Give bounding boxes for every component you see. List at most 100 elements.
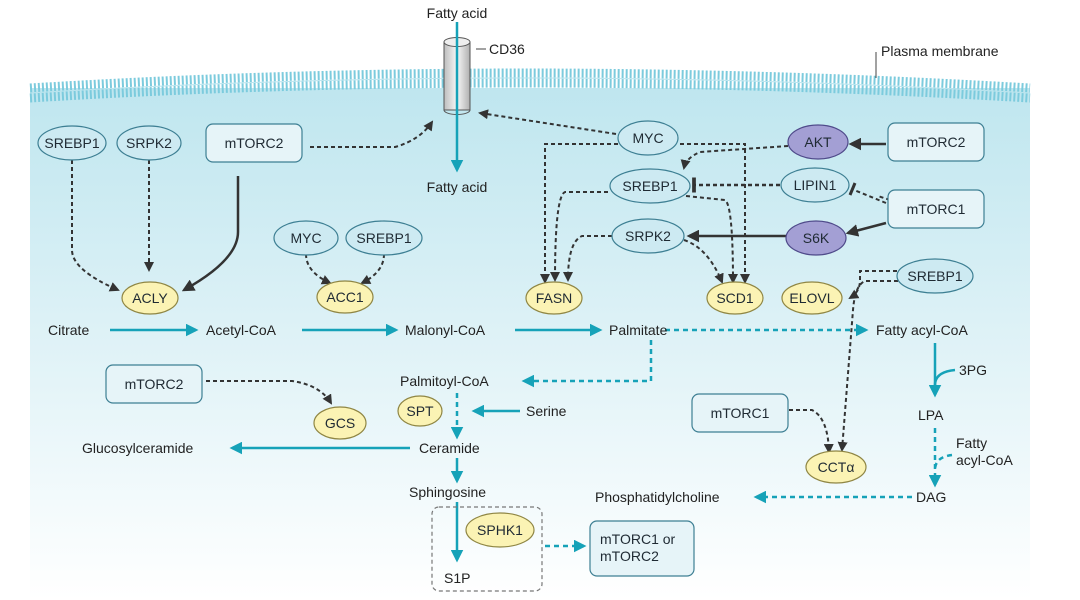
text-line: Fatty xyxy=(956,435,987,451)
myc-top-label: MYC xyxy=(632,130,663,146)
inhibit-mtorc1-lipin1-bar xyxy=(848,182,857,196)
palmitoyl-coa-label: Palmitoyl-CoA xyxy=(400,373,489,389)
node-acc1: ACC1 xyxy=(316,280,374,314)
dark-dashed-arrows xyxy=(71,109,905,454)
glucosylceramide-label: Glucosylceramide xyxy=(82,440,193,456)
dag-label: DAG xyxy=(916,489,946,505)
arrow-myc-acc1 xyxy=(305,253,332,285)
lipin1-label: LIPIN1 xyxy=(794,177,837,193)
node-gcs: GCS xyxy=(313,406,367,440)
node-mtorc1-right: mTORC1 xyxy=(887,189,985,229)
srebp1-elovl-label: SREBP1 xyxy=(907,268,962,284)
node-mtorc2-top: mTORC2 xyxy=(205,123,303,163)
node-elovl: ELOVL xyxy=(781,281,843,315)
node-mtorc1-ccta: mTORC1 xyxy=(691,393,789,433)
arrow-mtorc1-s6k xyxy=(845,221,887,237)
arrow-srebp1-fasn xyxy=(550,191,608,282)
acc1-label: ACC1 xyxy=(326,289,364,305)
arrow-srebp1-ccta xyxy=(837,280,905,452)
node-scd1: SCD1 xyxy=(706,281,764,315)
arrow-mtorc2-gcs xyxy=(206,380,333,405)
s6k-label: S6K xyxy=(803,230,830,246)
cytoplasm-region xyxy=(30,88,1030,600)
arrow-myc-cd36 xyxy=(478,109,617,135)
arrow-myc-fasn xyxy=(540,143,618,284)
mtorc1-right-label: mTORC1 xyxy=(907,201,966,217)
node-spt: SPT xyxy=(397,395,443,427)
myc-acc-label: MYC xyxy=(290,230,321,246)
text-line: mTORC1 or xyxy=(600,531,676,547)
cd36-label: CD36 xyxy=(489,41,525,57)
node-fasn: FASN xyxy=(525,281,583,315)
node-srebp1-top: SREBP1 xyxy=(37,125,107,161)
text-line: acyl-CoA xyxy=(956,452,1013,468)
sphingosine-label: Sphingosine xyxy=(409,484,486,500)
mtorc2-gcs-label: mTORC2 xyxy=(125,376,184,392)
node-lipin1: LIPIN1 xyxy=(780,167,850,203)
ccta-label: CCTα xyxy=(818,459,855,475)
node-srebp1-mid: SREBP1 xyxy=(609,168,691,204)
gcs-label: GCS xyxy=(325,415,355,431)
arrow-srebp1-elovl xyxy=(848,270,897,300)
inhibit-mtorc1-lipin1 xyxy=(853,189,887,204)
sphk1-dashed-box xyxy=(431,506,543,592)
node-mtorc2-right: mTORC2 xyxy=(887,122,985,162)
node-myc-top: MYC xyxy=(617,120,679,156)
malonyl-coa-label: Malonyl-CoA xyxy=(405,322,486,338)
node-srpk2-mid: SRPK2 xyxy=(611,218,685,254)
scd1-label: SCD1 xyxy=(716,290,754,306)
arrow-3pg-entry xyxy=(933,368,956,386)
node-s6k: S6K xyxy=(785,220,847,256)
srebp1-mid-label: SREBP1 xyxy=(622,178,677,194)
node-srebp1-elovl: SREBP1 xyxy=(896,258,974,294)
fatty-acid-inside-label: Fatty acid xyxy=(427,179,488,195)
srebp1-top-label: SREBP1 xyxy=(44,135,99,151)
srpk2-mid-label: SRPK2 xyxy=(625,228,671,244)
fatty-acid-outside-label: Fatty acid xyxy=(427,5,488,21)
arrow-srpk2-fasn xyxy=(563,235,612,282)
srpk2-top-label: SRPK2 xyxy=(126,135,172,151)
dark-solid-arrows xyxy=(181,137,887,292)
teal-dashed-arrows xyxy=(450,323,953,553)
fatty-acyl-coa-label: Fatty acyl-CoA xyxy=(876,322,968,338)
plasma-membrane xyxy=(29,68,1031,103)
acly-label: ACLY xyxy=(132,290,168,306)
phosphatidylcholine-label: Phosphatidylcholine xyxy=(595,489,720,505)
elovl-label: ELOVL xyxy=(789,290,834,306)
mtorc1-ccta-label: mTORC1 xyxy=(711,405,770,421)
arrow-mtorc2-acly xyxy=(181,176,240,292)
arrow-palmitate-palmitoylcoa xyxy=(521,340,653,388)
srebp1-acc-label: SREBP1 xyxy=(356,230,411,246)
arrow-srebp1-scd1 xyxy=(685,195,738,284)
lpa-label: LPA xyxy=(918,407,944,423)
node-acly: ACLY xyxy=(121,281,179,315)
arrow-srpk2-scd1 xyxy=(683,239,724,284)
node-srebp1-acc: SREBP1 xyxy=(345,220,423,256)
s1p-label: S1P xyxy=(444,570,470,586)
palmitate-label: Palmitate xyxy=(609,322,668,338)
node-srpk2-top: SRPK2 xyxy=(116,125,182,161)
akt-label: AKT xyxy=(804,134,832,150)
plasma-membrane-label: Plasma membrane xyxy=(881,43,999,59)
sphk1-label: SPHK1 xyxy=(477,522,523,538)
arrow-fattyacylcoa-side-entry xyxy=(933,453,953,471)
mtorc2-right-label: mTORC2 xyxy=(907,134,966,150)
spt-label: SPT xyxy=(406,403,434,419)
arrow-mtorc2-cd36 xyxy=(310,120,434,148)
node-ccta: CCTα xyxy=(805,450,867,484)
node-sphk1: SPHK1 xyxy=(465,512,535,548)
arrow-mtorc1-ccta xyxy=(789,409,834,454)
node-myc-acc: MYC xyxy=(273,220,339,256)
teal-solid-arrows xyxy=(110,323,956,563)
arrow-srebp1-acc1 xyxy=(360,253,385,284)
fasn-label: FASN xyxy=(536,290,573,306)
ceramide-label: Ceramide xyxy=(419,440,480,456)
arrow-akt-srebp1 xyxy=(680,145,789,170)
acetyl-coa-label: Acetyl-CoA xyxy=(206,322,277,338)
text-line: mTORC2 xyxy=(600,548,659,564)
node-akt: AKT xyxy=(787,124,849,160)
serine-label: Serine xyxy=(526,403,567,419)
